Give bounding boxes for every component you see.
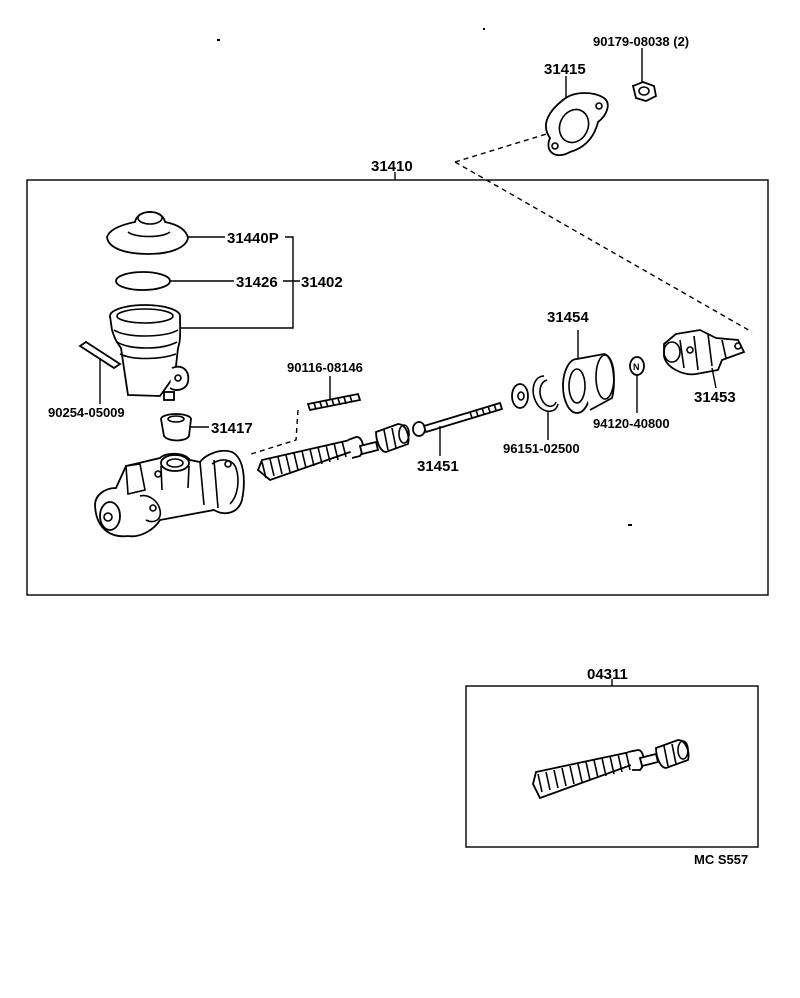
label-31454: 31454 bbox=[547, 309, 589, 326]
master-cylinder-body-icon bbox=[94, 449, 245, 538]
label-31417: 31417 bbox=[211, 420, 253, 437]
piston-spring-icon bbox=[256, 423, 410, 482]
nut-small-icon: N bbox=[629, 356, 645, 376]
clevis-icon bbox=[663, 329, 746, 376]
label-31426: 31426 bbox=[236, 274, 278, 291]
dashed-leader-31453 bbox=[454, 131, 753, 333]
diaphragm-icon bbox=[115, 271, 171, 291]
reservoir-cap-icon bbox=[106, 211, 189, 255]
label-90179-08038: 90179-08038 (2) bbox=[593, 34, 689, 49]
scan-speck bbox=[628, 524, 632, 526]
dashed-stud-to-body bbox=[247, 409, 299, 456]
bracket-31402 bbox=[180, 236, 300, 329]
label-94120-40800: 94120-40800 bbox=[593, 416, 670, 431]
stud-bolt-icon bbox=[306, 392, 362, 412]
kit-spring-piston-icon bbox=[532, 739, 690, 800]
snap-ring-icon bbox=[532, 375, 559, 413]
label-31440p: 31440P bbox=[227, 230, 279, 247]
grommet-icon bbox=[160, 413, 192, 442]
push-rod-icon bbox=[412, 401, 504, 437]
label-31410: 31410 bbox=[371, 158, 413, 175]
diagram-code: MC S557 bbox=[694, 852, 748, 867]
label-90254-05009: 90254-05009 bbox=[48, 405, 125, 420]
label-31453: 31453 bbox=[694, 389, 736, 406]
leader-31453 bbox=[711, 367, 717, 389]
label-31402: 31402 bbox=[301, 274, 343, 291]
nut-mark: N bbox=[633, 362, 640, 372]
label-31415: 31415 bbox=[544, 61, 586, 78]
pin-icon bbox=[78, 340, 122, 370]
scan-speck bbox=[483, 28, 485, 30]
label-04311: 04311 bbox=[587, 666, 628, 683]
reservoir-icon bbox=[109, 304, 190, 401]
scan-speck bbox=[217, 39, 220, 41]
label-90116-08146: 90116-08146 bbox=[287, 360, 363, 375]
washer-icon bbox=[511, 383, 529, 409]
label-96151-02500: 96151-02500 bbox=[503, 441, 580, 456]
flange-gasket-icon bbox=[545, 92, 609, 157]
label-31451: 31451 bbox=[417, 458, 459, 475]
boot-icon bbox=[562, 353, 615, 414]
nut-icon bbox=[631, 81, 658, 102]
assembly-frame-31410 bbox=[26, 179, 769, 596]
